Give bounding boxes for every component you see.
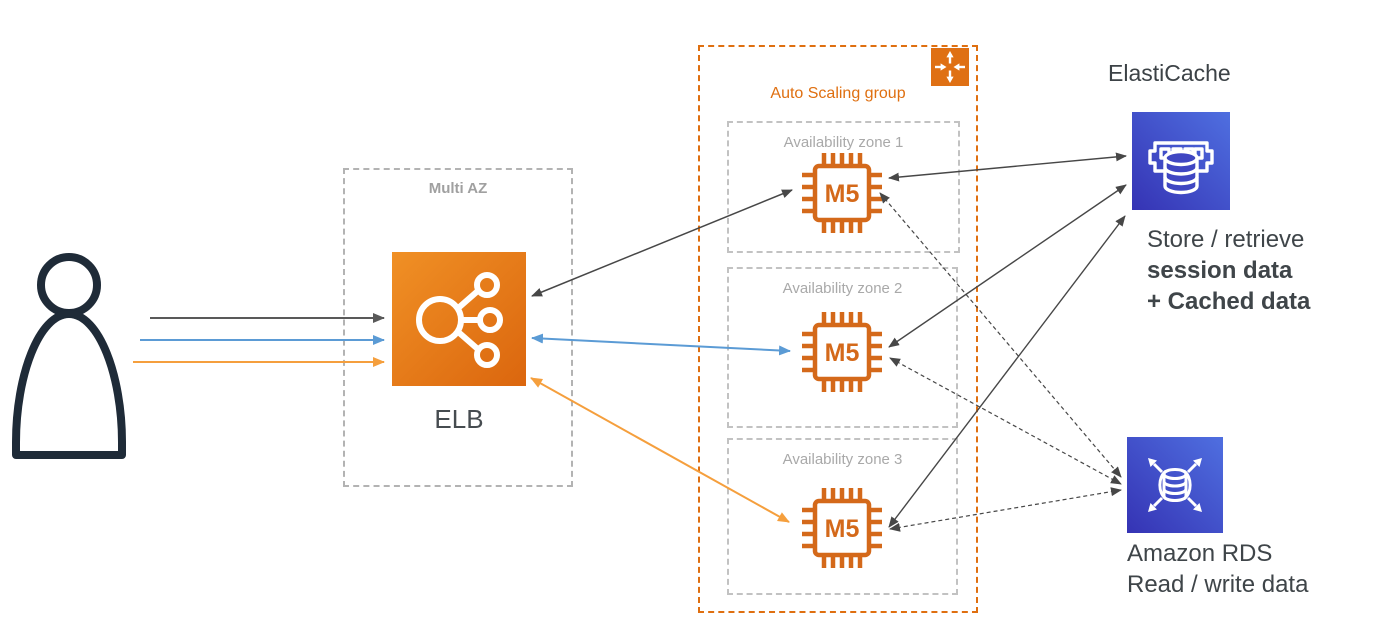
memory-cache-database-icon	[1132, 112, 1230, 210]
ec2-m5-chip-icon: M5	[802, 153, 882, 233]
elb-glyph	[416, 272, 503, 368]
rds-caption: Amazon RDS Read / write data	[1127, 538, 1308, 600]
availability-zone-3-label: Availability zone 3	[782, 451, 903, 468]
db-cylinder	[1158, 468, 1192, 502]
availability-zone-2-label: Availability zone 2	[782, 280, 903, 297]
elasticache-desc-line-1: Store / retrieve	[1147, 226, 1305, 253]
availability-zone-1-label: Availability zone 1	[783, 134, 904, 151]
rds-subtitle: Read / write data	[1127, 571, 1309, 598]
m5-label-az3: M5	[825, 515, 860, 543]
db-cylinder	[1163, 149, 1199, 195]
ec2-m5-chip-icon: M5	[802, 312, 882, 392]
user-head	[37, 253, 101, 317]
rds-title: Amazon RDS	[1127, 540, 1273, 567]
auto-scaling-group-label: Auto Scaling group	[770, 85, 906, 102]
user-person-icon	[12, 253, 126, 459]
user-body	[12, 310, 126, 459]
elasticache-title: ElastiCache	[1108, 60, 1231, 86]
ec2-m5-chip-icon: M5	[802, 488, 882, 568]
multi-az-box: Multi AZ	[343, 168, 573, 487]
rds-database-scaling-icon	[1127, 437, 1223, 533]
load-balancer-icon	[392, 252, 526, 386]
m5-label-az1: M5	[825, 180, 860, 208]
elasticache-description: Store / retrieve session data + Cached d…	[1147, 224, 1310, 317]
elasticache-desc-line-3: + Cached data	[1147, 288, 1311, 315]
m5-label-az2: M5	[825, 339, 860, 367]
multi-az-label: Multi AZ	[428, 180, 488, 197]
elasticache-desc-line-2: session data	[1147, 257, 1293, 284]
elb-label: ELB	[434, 404, 484, 434]
auto-scaling-arrows-icon	[931, 48, 969, 86]
scaling-arrows	[1148, 458, 1202, 512]
